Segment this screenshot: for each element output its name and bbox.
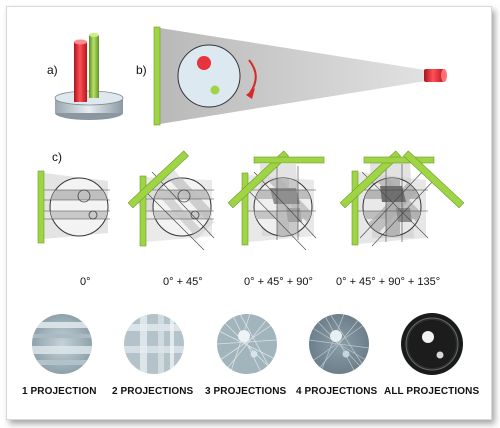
scan-setup: [153, 26, 447, 126]
projection-label-all: ALL PROJECTIONS: [384, 386, 480, 397]
angle-label-1: 0°: [80, 276, 91, 288]
projection-label-1: 1 PROJECTION: [22, 386, 97, 397]
reconstruction-all: [401, 313, 463, 375]
sample-holder: [54, 33, 124, 120]
projection-label-4: 4 PROJECTIONS: [296, 386, 378, 397]
reconstruction-1: [32, 314, 92, 374]
reconstruction-2: [124, 314, 184, 374]
projection-panel-4: [339, 150, 465, 247]
reconstruction-4: [309, 314, 369, 374]
rotation-arrow-icon: [246, 88, 255, 99]
panel-label-b: b): [136, 63, 147, 77]
projection-label-2: 2 PROJECTIONS: [112, 386, 194, 397]
panel-label-a: a): [47, 63, 58, 77]
projection-panel-3: [227, 150, 325, 251]
projection-label-3: 3 PROJECTIONS: [205, 386, 287, 397]
reconstruction-3: [217, 314, 277, 374]
angle-label-2: 0° + 45°: [163, 276, 203, 288]
angle-label-3: 0° + 45° + 90°: [244, 276, 313, 288]
xray-source-icon: [424, 69, 447, 82]
projection-panel-1: [37, 170, 110, 244]
panel-label-c: c): [52, 150, 62, 164]
angle-label-4: 0° + 45° + 90° + 135°: [336, 276, 441, 288]
projection-panel-2: [127, 150, 215, 251]
